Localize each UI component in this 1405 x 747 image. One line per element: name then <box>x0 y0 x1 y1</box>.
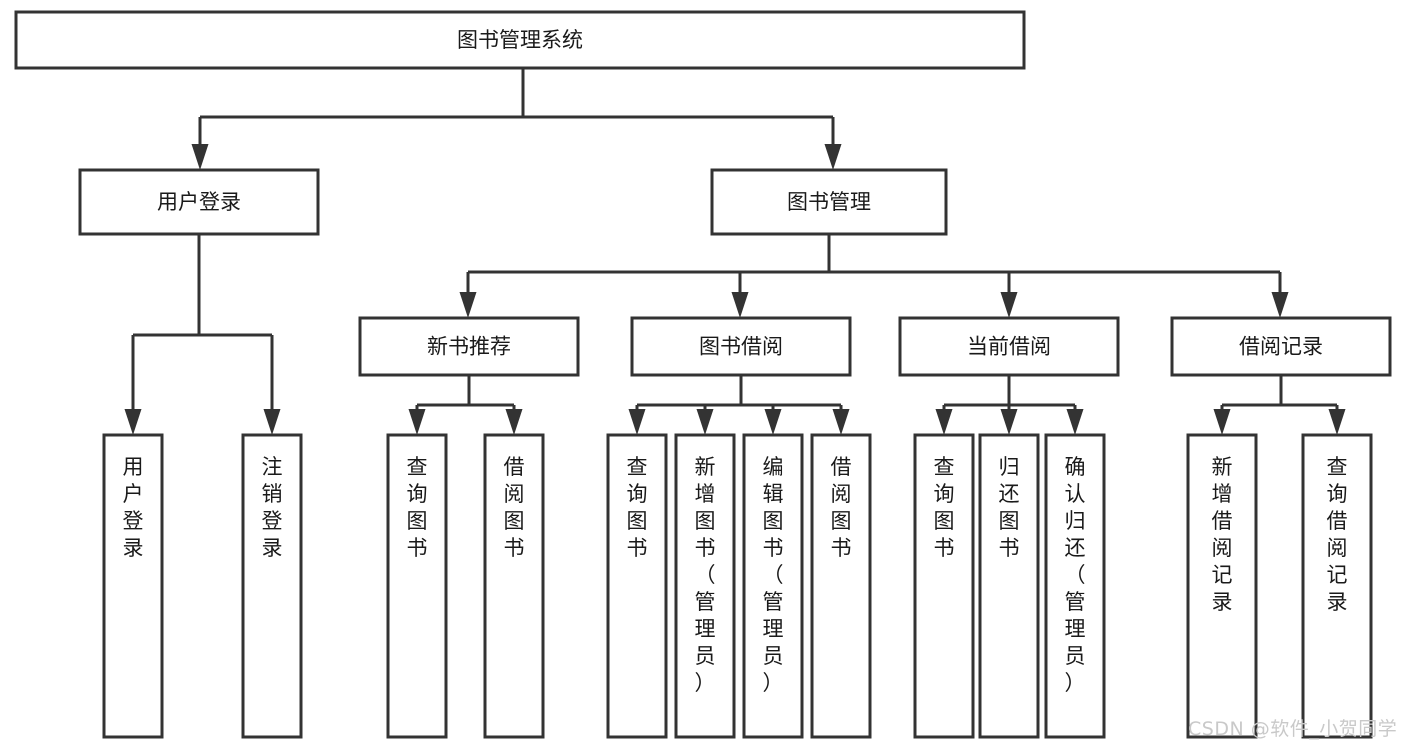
node-leaf-add-book[interactable]: 新增图书（管理员） <box>674 433 736 739</box>
node-box[interactable] <box>898 316 1120 377</box>
node-box[interactable] <box>102 433 164 739</box>
node-box[interactable] <box>1301 433 1373 739</box>
node-borrow-record[interactable]: 借阅记录 <box>1170 316 1392 377</box>
node-label: 确认归还（管理员） <box>1065 455 1086 695</box>
node-box[interactable] <box>1170 316 1392 377</box>
node-box[interactable] <box>606 433 668 739</box>
node-leaf-query-book-bb[interactable]: 查询图书 <box>606 433 668 739</box>
node-label: 图书管理 <box>787 190 871 214</box>
node-leaf-query-record[interactable]: 查询借阅记录 <box>1301 433 1373 739</box>
node-box[interactable] <box>358 316 580 377</box>
connector-group-current-borrow <box>935 375 1084 435</box>
node-label: 查询图书 <box>627 455 648 560</box>
connectors-layer <box>124 68 1346 435</box>
arrow-head-icon <box>191 144 209 170</box>
node-label: 新增图书（管理员） <box>695 455 716 695</box>
node-box[interactable] <box>1044 433 1106 739</box>
arrow-head-icon <box>1066 409 1084 435</box>
arrow-head-icon <box>408 409 426 435</box>
node-leaf-edit-book[interactable]: 编辑图书（管理员） <box>742 433 804 739</box>
node-box[interactable] <box>710 168 948 236</box>
connector-group-root <box>191 68 842 170</box>
nodes-layer: 图书管理系统用户登录图书管理新书推荐图书借阅当前借阅借阅记录用户登录注销登录查询… <box>14 10 1392 739</box>
node-label: 用户登录 <box>123 455 144 560</box>
node-box[interactable] <box>742 433 804 739</box>
arrow-head-icon <box>459 292 477 318</box>
node-label: 归还图书 <box>999 455 1020 560</box>
node-box[interactable] <box>810 433 872 739</box>
node-box[interactable] <box>241 433 303 739</box>
node-box[interactable] <box>1186 433 1258 739</box>
node-leaf-query-book-nbr[interactable]: 查询图书 <box>386 433 448 739</box>
connector-group-user-login <box>124 234 281 435</box>
arrow-head-icon <box>1213 409 1231 435</box>
node-label: 新书推荐 <box>427 335 511 359</box>
node-label: 图书借阅 <box>699 335 783 359</box>
arrow-head-icon <box>1328 409 1346 435</box>
node-leaf-borrow-book-nbr[interactable]: 借阅图书 <box>483 433 545 739</box>
node-box[interactable] <box>386 433 448 739</box>
node-label: 查询图书 <box>934 455 955 560</box>
node-box[interactable] <box>78 168 320 236</box>
node-box[interactable] <box>913 433 975 739</box>
node-box[interactable] <box>630 316 852 377</box>
node-label: 借阅图书 <box>831 455 852 560</box>
arrow-head-icon <box>263 409 281 435</box>
connector-group-book-borrow <box>628 375 850 435</box>
node-label: 借阅图书 <box>504 455 525 560</box>
node-label: 查询图书 <box>407 455 428 560</box>
node-user-login[interactable]: 用户登录 <box>78 168 320 236</box>
node-box[interactable] <box>483 433 545 739</box>
node-leaf-add-record[interactable]: 新增借阅记录 <box>1186 433 1258 739</box>
arrow-head-icon <box>124 409 142 435</box>
arrow-head-icon <box>1271 292 1289 318</box>
arrow-head-icon <box>505 409 523 435</box>
arrow-head-icon <box>824 144 842 170</box>
node-leaf-user-login[interactable]: 用户登录 <box>102 433 164 739</box>
node-label: 注销登录 <box>262 455 283 560</box>
node-root[interactable]: 图书管理系统 <box>14 10 1026 70</box>
node-current-borrow[interactable]: 当前借阅 <box>898 316 1120 377</box>
connector-group-book-manage <box>459 234 1289 318</box>
connector-group-borrow-record <box>1213 375 1346 435</box>
arrow-head-icon <box>935 409 953 435</box>
arrow-head-icon <box>1000 409 1018 435</box>
node-box[interactable] <box>674 433 736 739</box>
node-leaf-return-book[interactable]: 归还图书 <box>978 433 1040 739</box>
arrow-head-icon <box>764 409 782 435</box>
node-box[interactable] <box>14 10 1026 70</box>
node-new-book-recommend[interactable]: 新书推荐 <box>358 316 580 377</box>
node-label: 当前借阅 <box>967 335 1051 359</box>
node-box[interactable] <box>978 433 1040 739</box>
arrow-head-icon <box>696 409 714 435</box>
arrow-head-icon <box>628 409 646 435</box>
node-label: 编辑图书（管理员） <box>763 455 784 695</box>
node-leaf-borrow-book-bb[interactable]: 借阅图书 <box>810 433 872 739</box>
node-label: 用户登录 <box>157 190 241 214</box>
connector-group-new-book-recommend <box>408 375 523 435</box>
arrow-head-icon <box>832 409 850 435</box>
node-leaf-query-book-cb[interactable]: 查询图书 <box>913 433 975 739</box>
arrow-head-icon <box>731 292 749 318</box>
node-label: 查询借阅记录 <box>1327 455 1348 614</box>
node-label: 借阅记录 <box>1239 335 1323 359</box>
node-label: 图书管理系统 <box>457 28 583 52</box>
node-book-manage[interactable]: 图书管理 <box>710 168 948 236</box>
arrow-head-icon <box>1000 292 1018 318</box>
node-leaf-logout[interactable]: 注销登录 <box>241 433 303 739</box>
node-book-borrow[interactable]: 图书借阅 <box>630 316 852 377</box>
node-label: 新增借阅记录 <box>1212 455 1233 614</box>
node-leaf-confirm-return[interactable]: 确认归还（管理员） <box>1044 433 1106 739</box>
